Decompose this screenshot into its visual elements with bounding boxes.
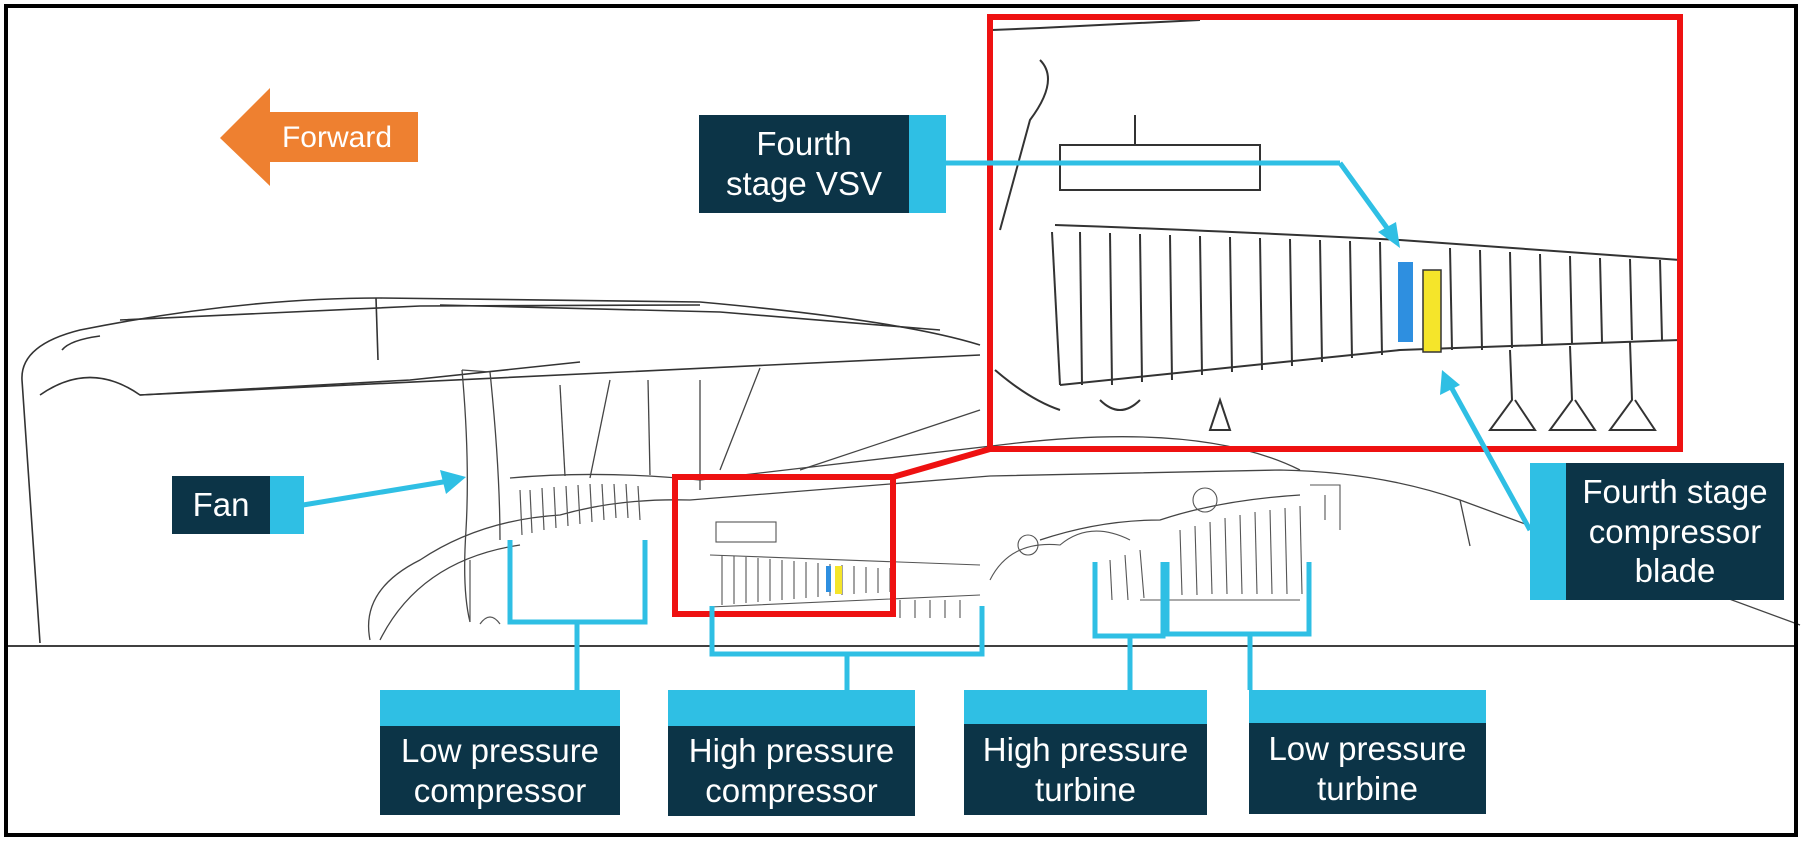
hp-compressor-label-tab	[668, 690, 915, 726]
fan-blade-outline	[461, 369, 501, 623]
hpc-vsv-highlight	[826, 566, 831, 592]
forward-arrow-icon	[220, 88, 418, 186]
lp-compressor-label: Low pressure compressor	[380, 726, 620, 815]
callout-arrowheads	[440, 222, 1460, 494]
fourth-stage-blade-label: Fourth stage compressor blade	[1566, 463, 1784, 600]
hpc-zoom-inset-box	[987, 14, 1683, 452]
forward-label: Forward	[281, 121, 393, 154]
fourth-stage-vsv-label-tab	[909, 115, 946, 213]
fourth-stage-vsv-label: Fourth stage VSV	[699, 115, 909, 213]
zoom-connector	[892, 446, 991, 480]
hpc-zoom-source-box	[672, 474, 896, 617]
nacelle-outline	[21, 297, 981, 644]
lp-compressor-label-tab	[380, 690, 620, 726]
callout-leaders	[302, 160, 1533, 690]
fan-label: Fan	[172, 476, 270, 534]
hp-compressor-label: High pressure compressor	[668, 726, 915, 816]
lp-compressor-stages	[469, 483, 641, 625]
fan-label-tab	[270, 476, 304, 534]
inset-detail	[991, 19, 1681, 431]
diagram-frame	[4, 4, 1798, 837]
lp-turbine-label-tab	[1249, 690, 1486, 723]
inset-vsv-highlight	[1398, 262, 1413, 342]
inset-blade-highlight	[1422, 269, 1442, 353]
fourth-stage-blade-label-tab	[1530, 463, 1566, 600]
hp-turbine-label-tab	[964, 690, 1207, 724]
hpc-blade-highlight	[835, 566, 842, 594]
hp-turbine-label: High pressure turbine	[964, 724, 1207, 815]
lp-turbine-label: Low pressure turbine	[1249, 723, 1486, 814]
